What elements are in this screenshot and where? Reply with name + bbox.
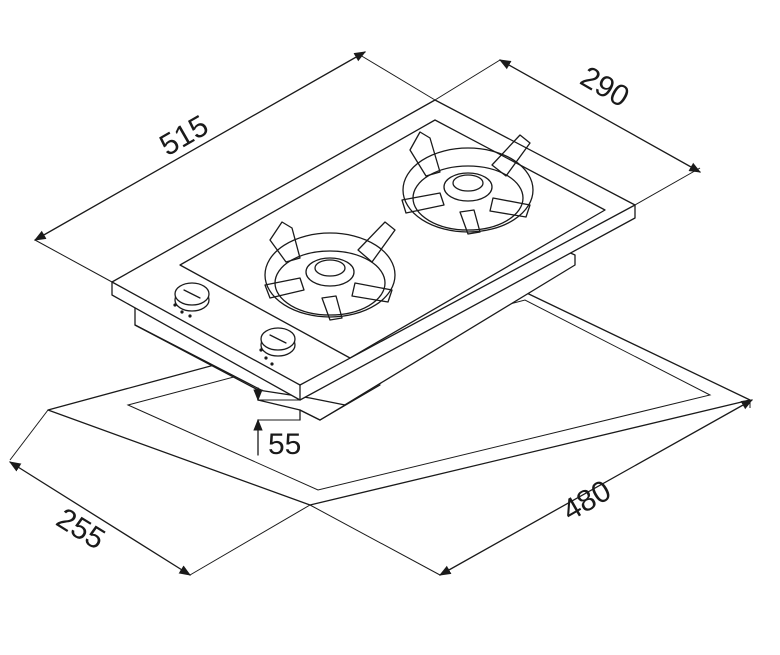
dimension-515-label: 515 [154, 109, 214, 163]
dimension-55: 55 [253, 387, 301, 461]
control-knob-2 [259, 327, 296, 366]
control-knob-1 [173, 282, 210, 318]
dimension-480: 480 [309, 399, 754, 576]
dimension-480-label: 480 [557, 474, 617, 528]
dimension-255-label: 255 [51, 502, 111, 557]
dimension-55-label: 55 [268, 428, 301, 461]
dimension-255: 255 [9, 409, 311, 576]
dimension-290-label: 290 [575, 60, 635, 114]
